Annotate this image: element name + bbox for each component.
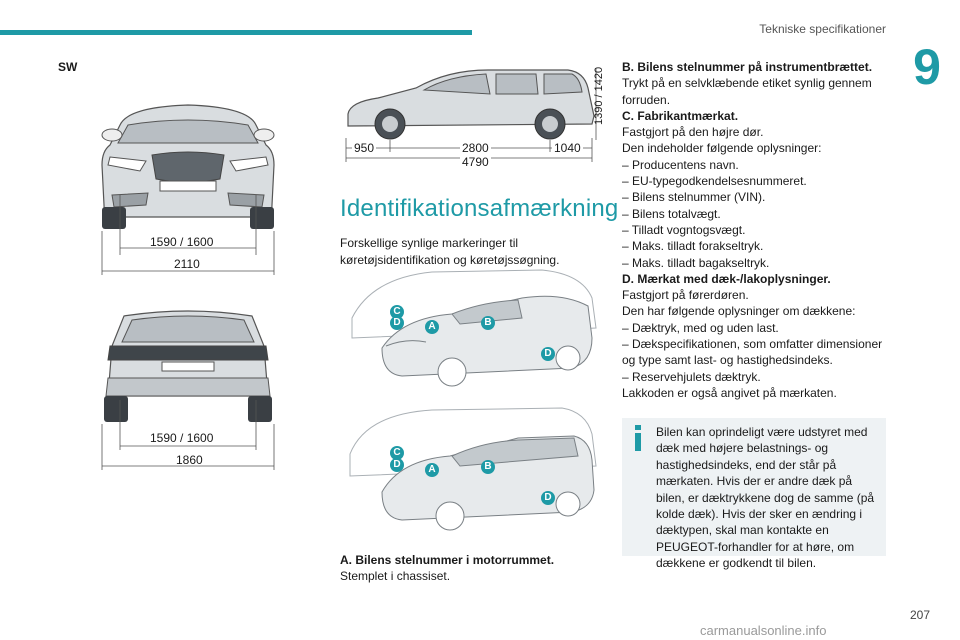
marker-d-sedan-front: D (390, 316, 404, 330)
list-item: – Producentens navn. (622, 157, 739, 172)
list-item: – Maks. tilladt bagakseltryk. (622, 255, 770, 270)
item-a-text: Stemplet i chassiset. (340, 569, 451, 583)
rear-track-dimension: 1590 / 1600 (150, 431, 214, 445)
list-item: – Dæktryk, med og uden last. (622, 320, 779, 335)
item-a: A. Bilens stelnummer i motorrummet. Stem… (340, 552, 602, 584)
item-a-title: A. Bilens stelnummer i motorrummet. (340, 553, 555, 567)
sedan-identification-drawing (351, 269, 597, 387)
item-c-text2: Den indeholder følgende oplysninger: (622, 141, 822, 156)
identification-section: Identifikationsafmærkning Forskellige sy… (340, 195, 619, 268)
right-column: B. Bilens stelnummer på instrumentbrætte… (622, 59, 886, 401)
rear-overhang-dimension: 1040 (552, 141, 583, 155)
item-d-text3: Lakkoden er også angivet på mærkaten. (622, 385, 837, 400)
marker-c-sedan: C (390, 305, 404, 319)
marker-c-sw: C (390, 446, 404, 460)
front-overhang-dimension: 950 (352, 141, 377, 155)
item-c-text1: Fastgjort på den højre dør. (622, 125, 764, 140)
note-text: Bilen kan oprindeligt være udstyret med … (656, 425, 875, 571)
length-dimension: 4790 (460, 155, 491, 169)
list-item: – EU-typegodkendelsesnummeret. (622, 174, 807, 189)
header-accent-bar (0, 30, 472, 35)
list-item: – Dækspecifikationen, som omfatter dimen… (622, 337, 883, 368)
item-d-title: D. Mærkat med dæk-/lakoplysninger. (622, 271, 831, 286)
list-item: – Bilens stelnummer (VIN). (622, 190, 766, 205)
front-width-dimension: 2110 (174, 257, 200, 271)
item-d-text1: Fastgjort på førerdøren. (622, 288, 749, 303)
side-view-drawing (345, 68, 597, 162)
marker-b-sw: B (481, 460, 495, 474)
list-item: – Reservehjulets dæktryk. (622, 369, 761, 384)
section-label: SW (58, 60, 78, 74)
front-view-drawing (101, 104, 275, 275)
list-item: – Tilladt vogntogsvægt. (622, 222, 746, 237)
item-b-text: Trykt på en selvklæbende etiket synlig g… (622, 76, 872, 107)
side-height-dimension: 1390 / 1420 (593, 66, 605, 125)
info-icon (635, 425, 641, 451)
marker-d-sw-front: D (390, 458, 404, 472)
item-b-title: B. Bilens stelnummer på instrumentbrætte… (622, 60, 873, 74)
marker-d-sedan-rear: D (541, 347, 555, 361)
marker-b-sedan: B (481, 316, 495, 330)
page-number: 207 (909, 608, 930, 622)
rear-view-drawing (101, 310, 275, 470)
marker-a-sedan: A (425, 320, 439, 334)
list-item: – Bilens totalvægt. (622, 206, 721, 221)
watermark: carmanualsonline.info (700, 623, 827, 638)
rear-width-dimension: 1860 (176, 453, 203, 467)
chapter-number: 9 (894, 40, 960, 94)
sw-identification-drawing (349, 407, 597, 531)
front-track-dimension: 1590 / 1600 (150, 235, 214, 249)
list-item: – Maks. tilladt forakseltryk. (622, 239, 764, 254)
info-note: Bilen kan oprindeligt være udstyret med … (622, 418, 886, 570)
marker-d-sw-rear: D (541, 491, 555, 505)
item-c-title: C. Fabrikantmærkat. (622, 108, 739, 123)
item-d-text2: Den har følgende oplysninger om dækkene: (622, 304, 856, 319)
identification-intro: Forskellige synlige markeringer til køre… (340, 236, 560, 267)
marker-a-sw: A (425, 463, 439, 477)
wheelbase-dimension: 2800 (460, 141, 491, 155)
section-heading: Identifikationsafmærkning (340, 195, 619, 222)
page-header-title: Tekniske specifikationer (759, 22, 886, 36)
